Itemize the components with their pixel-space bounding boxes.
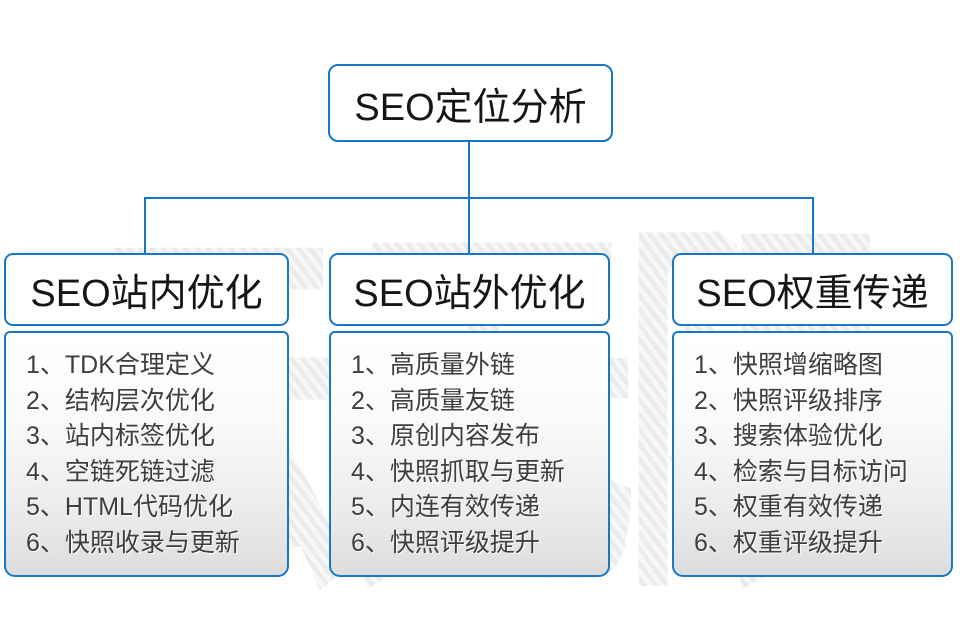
root-node-title: SEO定位分析 xyxy=(354,86,587,129)
list-item: 1、快照增缩略图 xyxy=(694,351,883,379)
list-item: 5、权重有效传递 xyxy=(694,493,883,521)
column-onsite-seo: SEO站内优化 1、TDK合理定义 2、结构层次优化 3、站内标签优化 4、空链死链过… xyxy=(4,253,289,577)
list-item: 5、HTML代码优化 xyxy=(26,493,233,521)
list-item: 6、快照收录与更新 xyxy=(26,528,240,557)
root-node: SEO定位分析 xyxy=(328,64,613,142)
connector-bar xyxy=(144,197,814,199)
list-item: 3、原创内容发布 xyxy=(351,422,540,450)
list-item: 1、高质量外链 xyxy=(351,351,515,379)
feature-list-onsite: 1、TDK合理定义 2、结构层次优化 3、站内标签优化 4、空链死链过滤 5、HTML代… xyxy=(4,331,289,577)
list-item: 6、快照评级提升 xyxy=(351,528,540,557)
column-title: SEO站内优化 xyxy=(30,273,263,315)
connector-drop-left xyxy=(144,197,146,254)
list-item: 2、高质量友链 xyxy=(351,386,515,415)
connector-stem xyxy=(468,138,470,198)
list-item: 2、快照评级排序 xyxy=(694,386,883,415)
list-item: 5、内连有效传递 xyxy=(351,493,540,521)
column-header-onsite: SEO站内优化 xyxy=(4,253,289,326)
list-item: 4、检索与目标访问 xyxy=(694,457,908,486)
connector-drop-middle xyxy=(468,197,470,254)
list-item: 6、权重评级提升 xyxy=(694,528,883,557)
list-item: 4、空链死链过滤 xyxy=(26,457,215,486)
list-item: 3、站内标签优化 xyxy=(26,422,215,450)
list-item: 4、快照抓取与更新 xyxy=(351,457,565,486)
column-weight-transfer: SEO权重传递 1、快照增缩略图 2、快照评级排序 3、搜索体验优化 4、检索与目标访… xyxy=(672,253,953,577)
feature-list-weight: 1、快照增缩略图 2、快照评级排序 3、搜索体验优化 4、检索与目标访问 5、权重有效传… xyxy=(672,331,953,577)
column-header-weight: SEO权重传递 xyxy=(672,253,953,326)
column-offsite-seo: SEO站外优化 1、高质量外链 2、高质量友链 3、原创内容发布 4、快照抓取与更新 5… xyxy=(329,253,610,577)
column-header-offsite: SEO站外优化 xyxy=(329,253,610,326)
column-title: SEO权重传递 xyxy=(696,273,929,315)
feature-list-offsite: 1、高质量外链 2、高质量友链 3、原创内容发布 4、快照抓取与更新 5、内连有效传递 6… xyxy=(329,331,610,577)
column-title: SEO站外优化 xyxy=(353,273,586,315)
list-item: 1、TDK合理定义 xyxy=(26,351,215,379)
list-item: 2、结构层次优化 xyxy=(26,386,215,415)
list-item: 3、搜索体验优化 xyxy=(694,422,883,450)
connector-drop-right xyxy=(812,197,814,254)
